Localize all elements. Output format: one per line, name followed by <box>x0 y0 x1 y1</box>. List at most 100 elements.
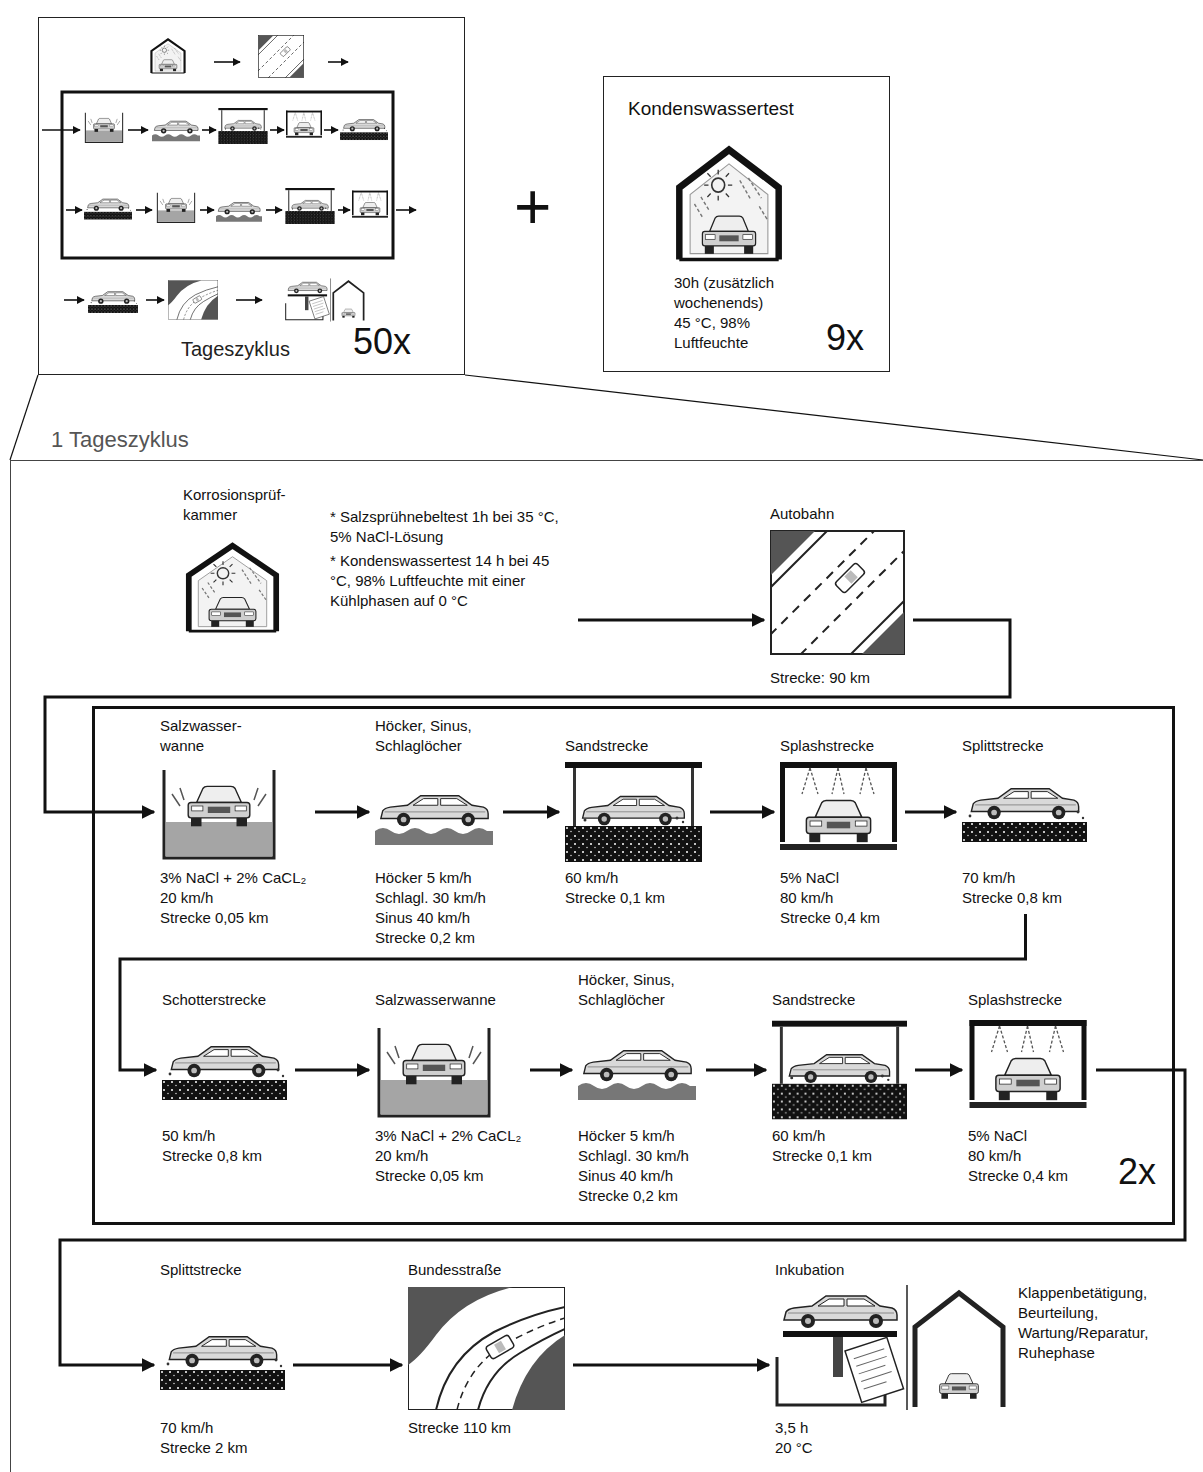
step-parameter: Strecke 0,05 km <box>375 1166 483 1186</box>
flow-arrow <box>60 1070 1185 1365</box>
gravel-track-icon <box>162 1047 287 1100</box>
incubation-icon <box>777 1285 1003 1410</box>
step-title: Sandstrecke <box>772 990 855 1010</box>
step-parameter: Schlagl. 30 km/h <box>375 888 486 908</box>
trough-icon <box>379 1028 489 1116</box>
road-icon <box>408 1287 565 1410</box>
step-title: Sandstrecke <box>565 736 648 756</box>
cycle-caption: Tageszyklus <box>181 337 290 361</box>
test-station: Höcker, Sinus, SchlaglöcherHöcker 5 km/h… <box>375 712 497 950</box>
step-parameter: 50 km/h <box>162 1126 215 1146</box>
mini-sand-icon <box>285 188 334 224</box>
step-parameter: Höcker 5 km/h <box>375 868 472 888</box>
step-parameter: Strecke: 90 km <box>770 668 870 688</box>
bump-track-icon <box>375 796 493 845</box>
mini-arrow <box>128 129 148 131</box>
flow-arrow <box>295 1069 369 1072</box>
flow-arrow <box>710 811 774 814</box>
mini-road-icon <box>168 280 218 319</box>
step-title: Splittstrecke <box>962 736 1044 756</box>
mini-arrow <box>66 209 82 211</box>
step-parameter: 80 km/h <box>780 888 833 908</box>
mini-arrow <box>338 209 350 211</box>
step-title: Salzwasser- wanne <box>160 716 260 756</box>
step-parameter: Höcker 5 km/h <box>578 1126 675 1146</box>
step-parameter: Sinus 40 km/h <box>578 1166 673 1186</box>
flow-arrow <box>45 620 1010 812</box>
test-station: AutobahnStrecke: 90 km <box>770 480 907 690</box>
step-parameter: 20 °C <box>775 1438 813 1458</box>
mini-trough-icon <box>85 113 122 143</box>
mini-sand-icon <box>218 108 267 144</box>
step-parameter: Sinus 40 km/h <box>375 908 470 928</box>
step-title: Inkubation <box>775 1260 844 1280</box>
step-parameter: 70 km/h <box>962 868 1015 888</box>
step-title: Schotterstrecke <box>162 990 266 1010</box>
mini-arrow <box>270 129 284 131</box>
repeat-count: 2x <box>1118 1151 1156 1193</box>
flow-arrow <box>293 1364 402 1367</box>
mini-loop-frame <box>62 92 393 258</box>
condensation-test-box: Kondenswassertest30h (zusätzlich wochene… <box>603 76 890 372</box>
test-station: Höcker, Sinus, SchlaglöcherHöcker 5 km/h… <box>578 966 700 1208</box>
mini-arrow <box>324 129 338 131</box>
flow-arrow <box>315 811 369 814</box>
test-station: Korrosionsprüf- kammer* Salzsprühnebelte… <box>183 485 572 636</box>
step-parameter: * Salzsprühnebeltest 1h bei 35 °C, 5% Na… <box>330 507 570 547</box>
trough-icon <box>164 770 274 858</box>
plus-sign: + <box>514 170 551 244</box>
step-parameter: 70 km/h <box>160 1418 213 1438</box>
splash-track-icon <box>970 1020 1087 1108</box>
step-parameter: 5% NaCl <box>968 1126 1027 1146</box>
mini-arrow <box>136 209 152 211</box>
test-station: Salzwasserwanne3% NaCl + 2% CaCL₂20 km/h… <box>375 966 524 1188</box>
test-station: Sandstrecke 60 km/hStrecke 0,1 km <box>772 966 909 1168</box>
test-station: Splashstrecke5% NaCl80 km/hStrecke 0,4 k… <box>780 712 899 930</box>
step-parameter: 60 km/h <box>772 1126 825 1146</box>
step-note: Klappenbetätigung, Beurteilung, Wartung/… <box>1018 1283 1173 1363</box>
repeat-loop-box: 2x Salzwasser- wanne 3% NaCl + 2% CaCL₂ 20 … <box>92 706 1175 1225</box>
flow-arrow <box>905 811 956 814</box>
mini-arrow <box>266 209 282 211</box>
flow-arrow <box>573 1364 769 1367</box>
test-condition: 45 °C, 98% Luftfeuchte <box>674 313 799 353</box>
step-parameter: 80 km/h <box>968 1146 1021 1166</box>
mini-gravel-icon <box>84 199 132 219</box>
test-station: Splittstrecke 70 km/hStrecke 0,8 km <box>962 712 1089 910</box>
step-parameter: 20 km/h <box>160 888 213 908</box>
step-parameter: 3,5 h <box>775 1418 808 1438</box>
step-title: Höcker, Sinus, Schlaglöcher <box>375 716 495 756</box>
test-condition: 30h (zusätzlich wochenends) <box>674 273 799 313</box>
step-parameter: Strecke 0,4 km <box>968 1166 1068 1186</box>
mini-trough-icon <box>157 193 194 223</box>
step-parameter: 3% NaCl + 2% CaCL₂ <box>375 1126 521 1146</box>
mini-arrow <box>396 209 416 211</box>
flow-arrow <box>120 914 1026 1070</box>
step-title: Salzwasserwanne <box>375 990 496 1010</box>
gravel-track-icon <box>160 1337 285 1390</box>
test-station: Splashstrecke 5% NaCl80 km/hStrecke 0,4 k… <box>968 966 1090 1188</box>
test-station: Sandstrecke60 km/hStrecke 0,1 km <box>565 712 704 910</box>
flow-arrow <box>915 1069 962 1072</box>
repeat-count: 9x <box>826 317 864 359</box>
mini-arrow <box>42 129 80 131</box>
mini-splash-icon <box>286 111 322 138</box>
mini-arrow <box>202 129 216 131</box>
mini-gravel-icon <box>88 292 138 313</box>
day-cycle-region: 1 TageszyklusKorrosionsprüf- kammer* Sal… <box>10 460 1203 1472</box>
step-parameter: Strecke 0,1 km <box>772 1146 872 1166</box>
mini-splash-icon <box>352 191 388 218</box>
test-station: BundesstraßeStrecke 110 km <box>408 1236 567 1440</box>
step-title: Splashstrecke <box>968 990 1062 1010</box>
test-station: Inkubation 3,5 h20 °C Klappenbetätigung, B… <box>775 1236 1175 1460</box>
mini-bump-icon <box>152 121 200 141</box>
step-parameter: Strecke 0,4 km <box>780 908 880 928</box>
sand-track-icon <box>772 1021 907 1120</box>
flow-arrow <box>706 1069 766 1072</box>
step-parameter: Strecke 0,8 km <box>962 888 1062 908</box>
autobahn-icon <box>770 530 905 655</box>
sand-track-icon <box>565 762 702 862</box>
cycle-overview-box: Tageszyklus50x <box>38 17 465 375</box>
